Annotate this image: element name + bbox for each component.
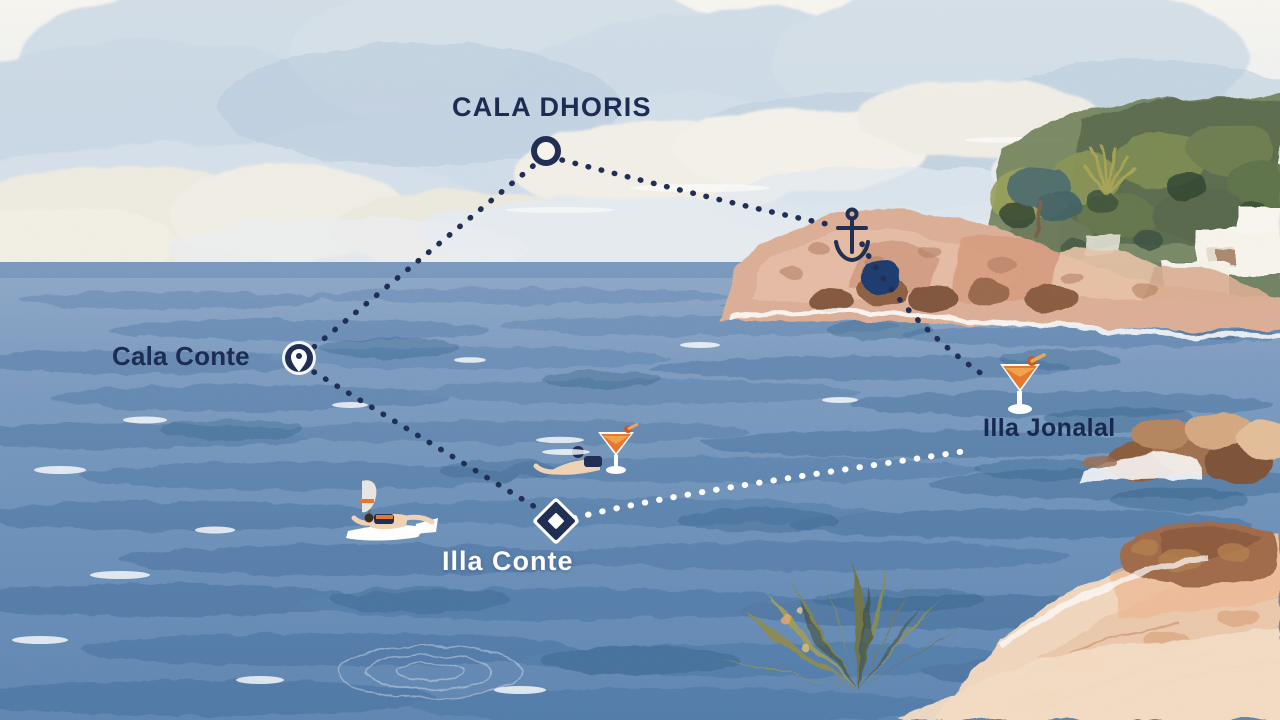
label-cala-conte: Cala Conte (112, 341, 250, 371)
label-illa-conte: Illa Conte (442, 546, 574, 576)
label-cala-dhoris: CALA DHORIS (452, 92, 652, 122)
label-illa-jonalal: Illa Jonalal (983, 414, 1116, 442)
